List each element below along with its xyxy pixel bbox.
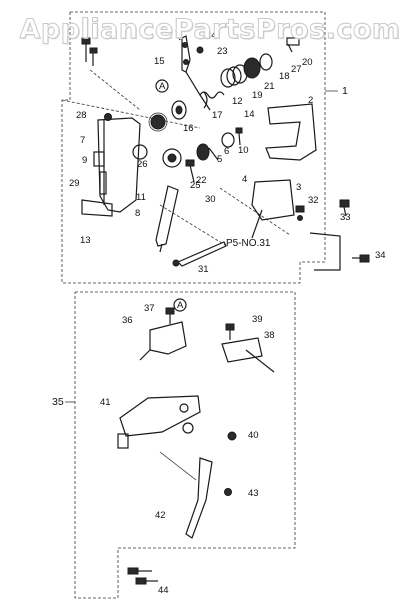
part-number-25: 25 — [190, 180, 201, 191]
part-number-27: 27 — [291, 64, 302, 75]
upper-assembly-boundary — [61, 11, 326, 284]
callout-a-upper: A — [159, 81, 166, 92]
bracket-38-shape — [221, 337, 275, 373]
part-number-3-left: 3 — [83, 30, 88, 41]
note-label: P5-NO.31 — [226, 238, 271, 249]
part-number-2: 2 — [308, 95, 313, 106]
part-14-shape — [203, 91, 208, 109]
rod-part — [172, 241, 227, 267]
part-number-35: 35 — [52, 396, 64, 408]
screw-23-shape — [196, 46, 204, 54]
nut-part — [227, 431, 237, 441]
gear-5-shape — [196, 143, 219, 161]
bracket-part — [265, 103, 317, 161]
part-number-14: 14 — [244, 109, 255, 120]
part-33-shape — [339, 199, 350, 217]
part-number-22: 22 — [196, 175, 207, 186]
part-number-8: 8 — [135, 208, 140, 219]
bracket-4-shape — [251, 179, 295, 239]
part-number-17: 17 — [212, 110, 223, 121]
screw-37-shape — [165, 307, 175, 324]
lever-part — [175, 29, 211, 111]
gear-part — [148, 112, 168, 132]
inner-guide-lines — [61, 69, 291, 246]
part-number-41: 41 — [100, 397, 111, 408]
spring-part — [199, 91, 225, 99]
part-number-18: 18 — [279, 71, 290, 82]
part-number-29: 29 — [69, 178, 80, 189]
ring-part — [132, 144, 148, 160]
part-number-11: 11 — [136, 192, 146, 203]
plate-part — [117, 395, 201, 449]
part-number-43: 43 — [248, 488, 259, 499]
part-number-23: 23 — [217, 46, 228, 57]
part-number-37: 37 — [144, 303, 155, 314]
lever-8-shape — [155, 185, 179, 253]
part-number-15: 15 — [154, 56, 165, 67]
part-32-shape — [295, 205, 305, 221]
part-number-39: 39 — [252, 314, 263, 325]
part-number-40: 40 — [248, 430, 259, 441]
bracket-36-shape — [139, 321, 187, 361]
part-number-33: 33 — [340, 212, 351, 223]
part-number-30: 30 — [205, 194, 216, 205]
part-10-shape — [235, 127, 243, 146]
part-number-34: 34 — [375, 250, 386, 261]
lower-assembly-boundary — [74, 291, 296, 599]
part-number-7: 7 — [80, 135, 85, 146]
callout-circle-lower — [173, 298, 187, 312]
screw-part — [81, 37, 98, 66]
part-number-42: 42 — [155, 510, 166, 521]
pin-part — [185, 159, 195, 183]
part-number-1: 1 — [342, 85, 348, 97]
gear-22-shape — [162, 148, 182, 168]
coil-part — [220, 53, 273, 88]
screw-39-shape — [225, 323, 235, 340]
part-number-10: 10 — [238, 145, 249, 156]
part-number-5: 5 — [217, 154, 222, 165]
part-number-24: 24 — [206, 30, 217, 41]
part-number-38: 38 — [264, 330, 275, 341]
callout-circle-upper — [155, 79, 169, 93]
part-number-28: 28 — [76, 110, 87, 121]
part-number-3-right: 3 — [296, 182, 301, 193]
part-number-44: 44 — [158, 585, 169, 596]
part-number-6: 6 — [224, 146, 229, 157]
part-number-31: 31 — [198, 264, 209, 275]
part-number-21: 21 — [264, 81, 275, 92]
part-number-32: 32 — [308, 195, 319, 206]
part-number-19: 19 — [252, 90, 263, 101]
gear-17-shape — [171, 100, 187, 120]
frame-plate-part — [81, 113, 141, 217]
part-number-26: 26 — [137, 159, 148, 170]
part-number-16: 16 — [183, 123, 194, 134]
part-number-36: 36 — [122, 315, 133, 326]
part-6-shape — [221, 132, 235, 148]
screws-44-shape — [127, 567, 158, 585]
callout-a-lower: A — [177, 300, 184, 311]
part-34-shape — [309, 232, 370, 271]
part-number-4: 4 — [242, 174, 247, 185]
part-number-12: 12 — [232, 96, 243, 107]
part-number-9: 9 — [82, 155, 87, 166]
screw-20-shape — [286, 37, 300, 53]
part-number-20: 20 — [302, 57, 313, 68]
part-43-shape — [224, 488, 232, 496]
lever-42-shape — [159, 451, 213, 539]
part-number-13: 13 — [80, 235, 91, 246]
